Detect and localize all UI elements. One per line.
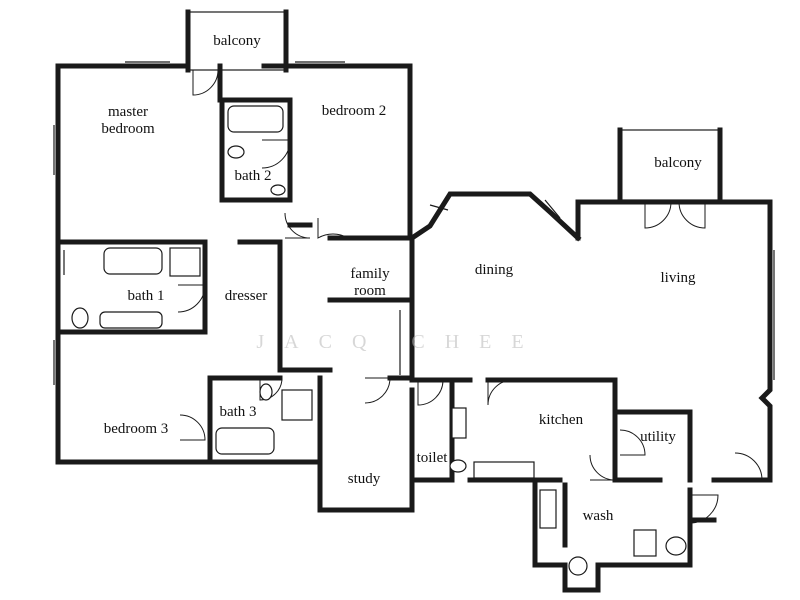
label-study: study xyxy=(348,471,381,487)
label-toilet: toilet xyxy=(417,450,449,466)
label-balcony-right: balcony xyxy=(654,155,702,171)
toilet-bath2-a xyxy=(227,145,245,159)
bathtub-bath1 xyxy=(103,247,163,275)
door-kitchen xyxy=(487,379,514,406)
watermark: JACQ CHEE xyxy=(256,331,543,353)
label-living: living xyxy=(660,270,696,286)
door-bedroom2 xyxy=(317,218,349,239)
toilet-bath2-b xyxy=(270,184,286,196)
label-family-room-line1: family xyxy=(350,266,390,282)
label-master-bedroom-line1: master xyxy=(108,104,148,120)
door-wash-out xyxy=(689,494,719,524)
toilet-wash xyxy=(665,536,687,556)
door-living-wash xyxy=(734,452,763,481)
door-balcony-right-right xyxy=(678,201,706,229)
vanity-bath3 xyxy=(281,389,313,421)
label-dining: dining xyxy=(475,262,514,278)
door-study xyxy=(364,377,391,404)
door-kitchen-wash xyxy=(589,454,616,481)
label-bedroom-3: bedroom 3 xyxy=(104,421,169,437)
walls xyxy=(55,9,773,593)
label-bath-1: bath 1 xyxy=(127,288,164,304)
fixtures xyxy=(71,105,687,576)
toilet-bath1 xyxy=(71,307,89,329)
sink-toilet xyxy=(451,407,467,439)
toilet-bath3 xyxy=(259,383,273,401)
door-master xyxy=(284,212,311,239)
door-bath1 xyxy=(177,284,206,313)
bathtub-bath2 xyxy=(227,105,284,133)
windows xyxy=(53,61,775,385)
label-bedroom-2: bedroom 2 xyxy=(322,103,387,119)
label-bath-3: bath 3 xyxy=(219,404,256,420)
door-toilet xyxy=(417,379,444,406)
door-balcony-top xyxy=(192,69,219,96)
bathtub-bath3 xyxy=(215,427,275,455)
label-kitchen: kitchen xyxy=(539,412,584,428)
room-labels: balcony master bedroom bedroom 2 bath 2 … xyxy=(101,33,702,524)
sink-wash xyxy=(633,529,657,557)
shower-bath1 xyxy=(169,247,201,277)
label-utility: utility xyxy=(640,429,676,445)
label-wash: wash xyxy=(583,508,614,524)
washer-wash xyxy=(568,556,588,576)
label-bath-2: bath 2 xyxy=(234,168,271,184)
label-balcony-top: balcony xyxy=(213,33,261,49)
door-bedroom3 xyxy=(179,414,206,441)
stove-kitchen xyxy=(473,461,535,479)
vanity-bath1 xyxy=(99,311,163,329)
label-dresser: dresser xyxy=(225,288,267,304)
door-bath2 xyxy=(261,139,291,169)
door-bath3 xyxy=(259,377,283,401)
doors xyxy=(177,69,763,524)
label-master-bedroom-line2: bedroom xyxy=(101,121,155,137)
counter-wash xyxy=(539,489,557,529)
label-family-room-line2: room xyxy=(354,283,386,299)
door-utility xyxy=(619,429,646,456)
door-balcony-right-left xyxy=(644,201,672,229)
toilet-toilet xyxy=(449,459,467,473)
